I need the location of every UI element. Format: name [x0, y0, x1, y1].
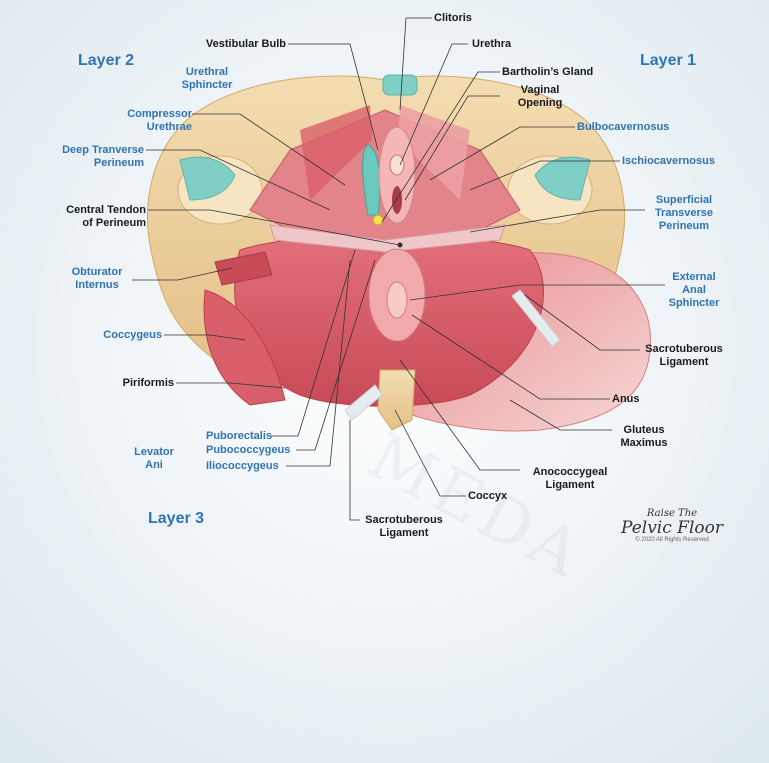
label-clitoris: Clitoris — [434, 12, 472, 25]
label-bartholins-gland: Bartholin’s Gland — [502, 66, 593, 79]
label-pubococcygeus: Pubococcygeus — [206, 444, 290, 457]
label-urethra: Urethra — [472, 38, 511, 51]
pubic-symphysis — [383, 75, 417, 95]
layer-3-heading: Layer 3 — [148, 510, 204, 528]
label-coccyx: Coccyx — [468, 490, 507, 503]
layer-1-heading: Layer 1 — [640, 52, 696, 70]
brand-logo: Raise The Pelvic Floor © 2020 All Rights… — [612, 508, 732, 543]
anus-shape — [387, 282, 407, 318]
label-ischiocavernosus: Ischiocavernosus — [622, 155, 715, 168]
label-anus: Anus — [612, 393, 640, 406]
label-vestibular-bulb: Vestibular Bulb — [194, 38, 286, 51]
urethral-opening — [390, 155, 404, 175]
central-tendon-point — [398, 243, 403, 248]
layer-2-heading: Layer 2 — [78, 52, 134, 70]
label-puborectalis: Puborectalis — [206, 430, 272, 443]
label-coccygeus: Coccygeus — [90, 329, 162, 342]
label-piriformis: Piriformis — [100, 377, 174, 390]
label-bulbocavernosus: Bulbocavernosus — [577, 121, 669, 134]
label-iliococcygeus: Iliococcygeus — [206, 460, 279, 473]
logo-line-2: Pelvic Floor — [612, 519, 732, 537]
bartholins-gland-shape — [373, 215, 383, 225]
vaginal-opening-shape — [392, 186, 402, 214]
